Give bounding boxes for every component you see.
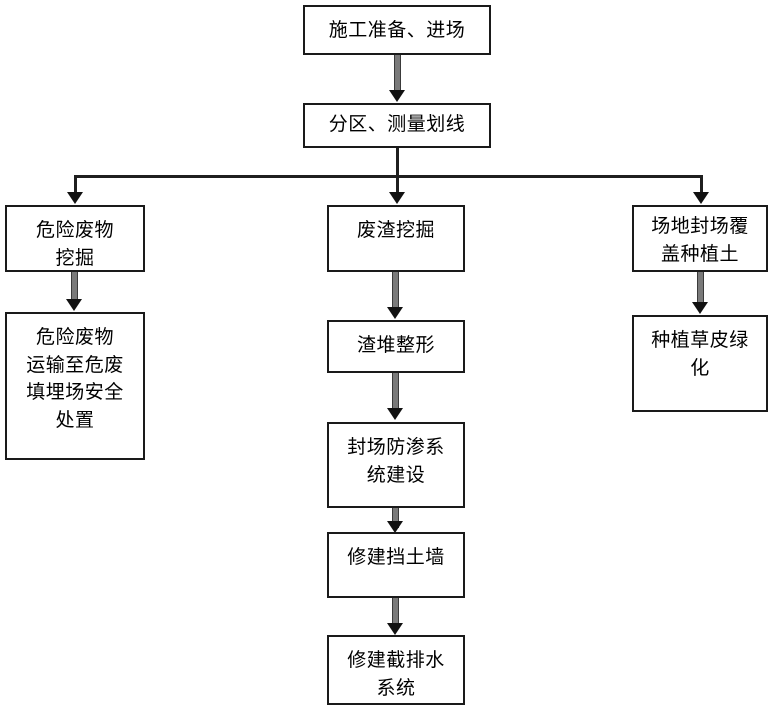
edge-retaining-wall-to-drainage-arrowhead <box>387 623 403 635</box>
edge-slag-shaping-to-anti-seepage-shaft <box>392 373 399 411</box>
node-cover-soil[interactable]: 场地封场覆 盖种植土 <box>632 205 768 272</box>
node-anti-seepage-label: 封场防渗系 统建设 <box>347 436 445 486</box>
node-retaining-wall-label: 修建挡土墙 <box>347 546 445 568</box>
node-survey-label: 分区、测量划线 <box>328 113 466 135</box>
edge-bus-middle-arrowhead <box>389 192 405 204</box>
node-hw-excavate[interactable]: 危险废物 挖掘 <box>5 205 145 272</box>
edge-slag-excavate-to-shaping-shaft <box>392 272 399 310</box>
edge-survey-to-bus-shaft <box>396 148 399 177</box>
node-survey[interactable]: 分区、测量划线 <box>303 103 491 148</box>
node-slag-shaping-label: 渣堆整形 <box>356 334 435 356</box>
edge-slag-excavate-to-shaping-arrowhead <box>387 307 403 319</box>
node-retaining-wall[interactable]: 修建挡土墙 <box>327 532 465 598</box>
node-drainage[interactable]: 修建截排水 系统 <box>327 635 465 705</box>
node-slag-shaping[interactable]: 渣堆整形 <box>327 320 465 373</box>
node-grass-greening[interactable]: 种植草皮绿 化 <box>632 315 768 412</box>
edge-bus-right-arrowhead <box>693 192 709 204</box>
edge-bus-left-arrowhead <box>67 192 83 204</box>
edge-hw-excavate-to-transport-arrowhead <box>66 299 82 311</box>
node-slag-excavate[interactable]: 废渣挖掘 <box>327 205 465 272</box>
branch-bus-horizontal <box>74 175 703 178</box>
node-anti-seepage[interactable]: 封场防渗系 统建设 <box>327 422 465 508</box>
edge-anti-seepage-to-retaining-wall-shaft <box>392 508 399 528</box>
edge-start-to-survey-shaft <box>394 55 401 93</box>
edge-hw-excavate-to-transport-shaft <box>71 272 78 302</box>
node-grass-greening-label: 种植草皮绿 化 <box>651 329 749 379</box>
edge-cover-soil-to-grass-shaft <box>697 272 704 305</box>
edge-bus-right-leg <box>700 175 703 197</box>
edge-cover-soil-to-grass-arrowhead <box>692 302 708 314</box>
node-hw-excavate-label: 危险废物 挖掘 <box>35 219 114 269</box>
node-start-label: 施工准备、进场 <box>328 19 466 41</box>
edge-start-to-survey-arrowhead <box>389 90 405 102</box>
node-slag-excavate-label: 废渣挖掘 <box>356 219 435 241</box>
node-hw-transport-label: 危险废物 运输至危废 填埋场安全 处置 <box>26 326 124 431</box>
edge-retaining-wall-to-drainage-shaft <box>392 598 399 626</box>
node-drainage-label: 修建截排水 系统 <box>347 649 445 699</box>
node-start[interactable]: 施工准备、进场 <box>303 5 491 55</box>
node-cover-soil-label: 场地封场覆 盖种植土 <box>651 215 749 265</box>
edge-bus-middle-leg <box>396 175 399 197</box>
node-hw-transport[interactable]: 危险废物 运输至危废 填埋场安全 处置 <box>5 312 145 460</box>
edge-bus-left-leg <box>74 175 77 197</box>
edge-slag-shaping-to-anti-seepage-arrowhead <box>387 408 403 420</box>
